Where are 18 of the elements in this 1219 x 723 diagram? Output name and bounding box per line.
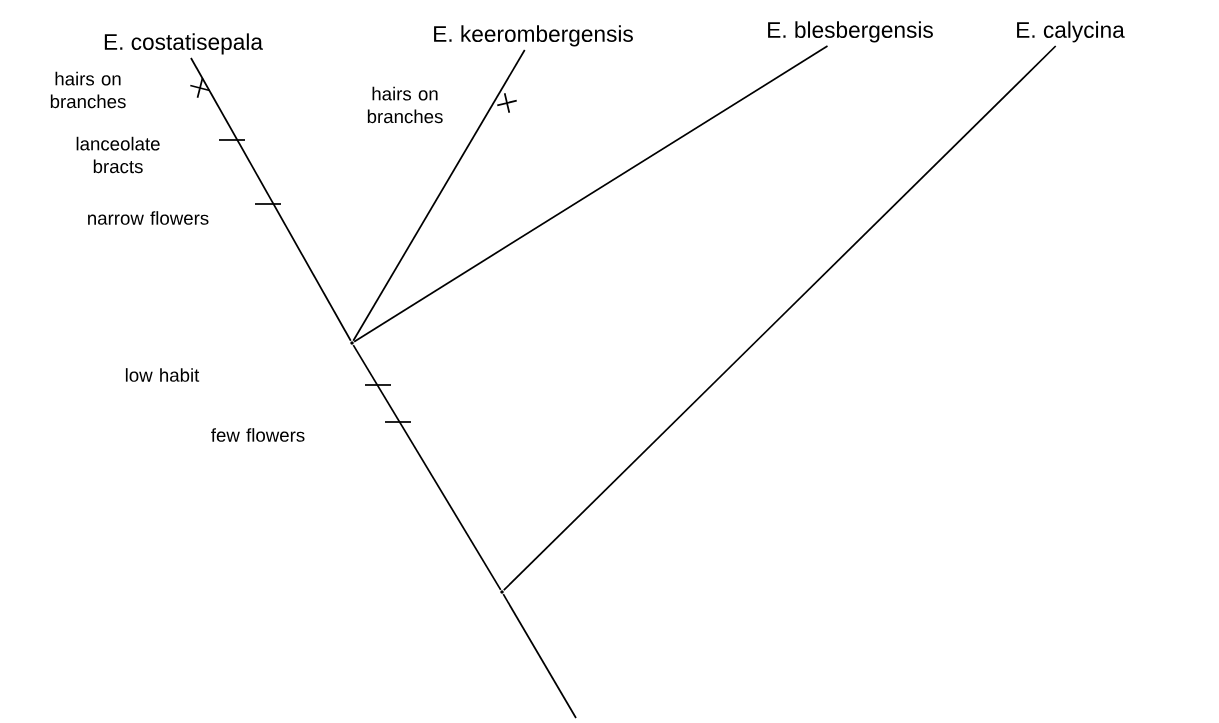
character-label: hairs on branches <box>50 71 126 109</box>
branch-node <box>350 341 354 345</box>
taxon-label: E. keerombergensis <box>434 25 633 47</box>
taxon-label: E. costatisepala <box>104 33 263 55</box>
character-label: lanceolate bracts <box>76 136 160 174</box>
branch-line <box>502 45 1057 592</box>
taxon-label: E. calycina <box>1017 21 1125 43</box>
branch-line <box>352 49 526 342</box>
branch-line <box>502 593 577 719</box>
branch-line <box>352 344 502 591</box>
taxon-label: E. blesbergensis <box>768 21 933 43</box>
branch-node <box>500 590 504 594</box>
character-label: low habit <box>125 368 200 382</box>
branch-line <box>190 57 352 342</box>
character-label: narrow flowers <box>88 211 209 225</box>
branch-line <box>353 45 829 343</box>
character-label: hairs on branches <box>367 86 443 124</box>
character-label: few flowers <box>211 428 305 442</box>
